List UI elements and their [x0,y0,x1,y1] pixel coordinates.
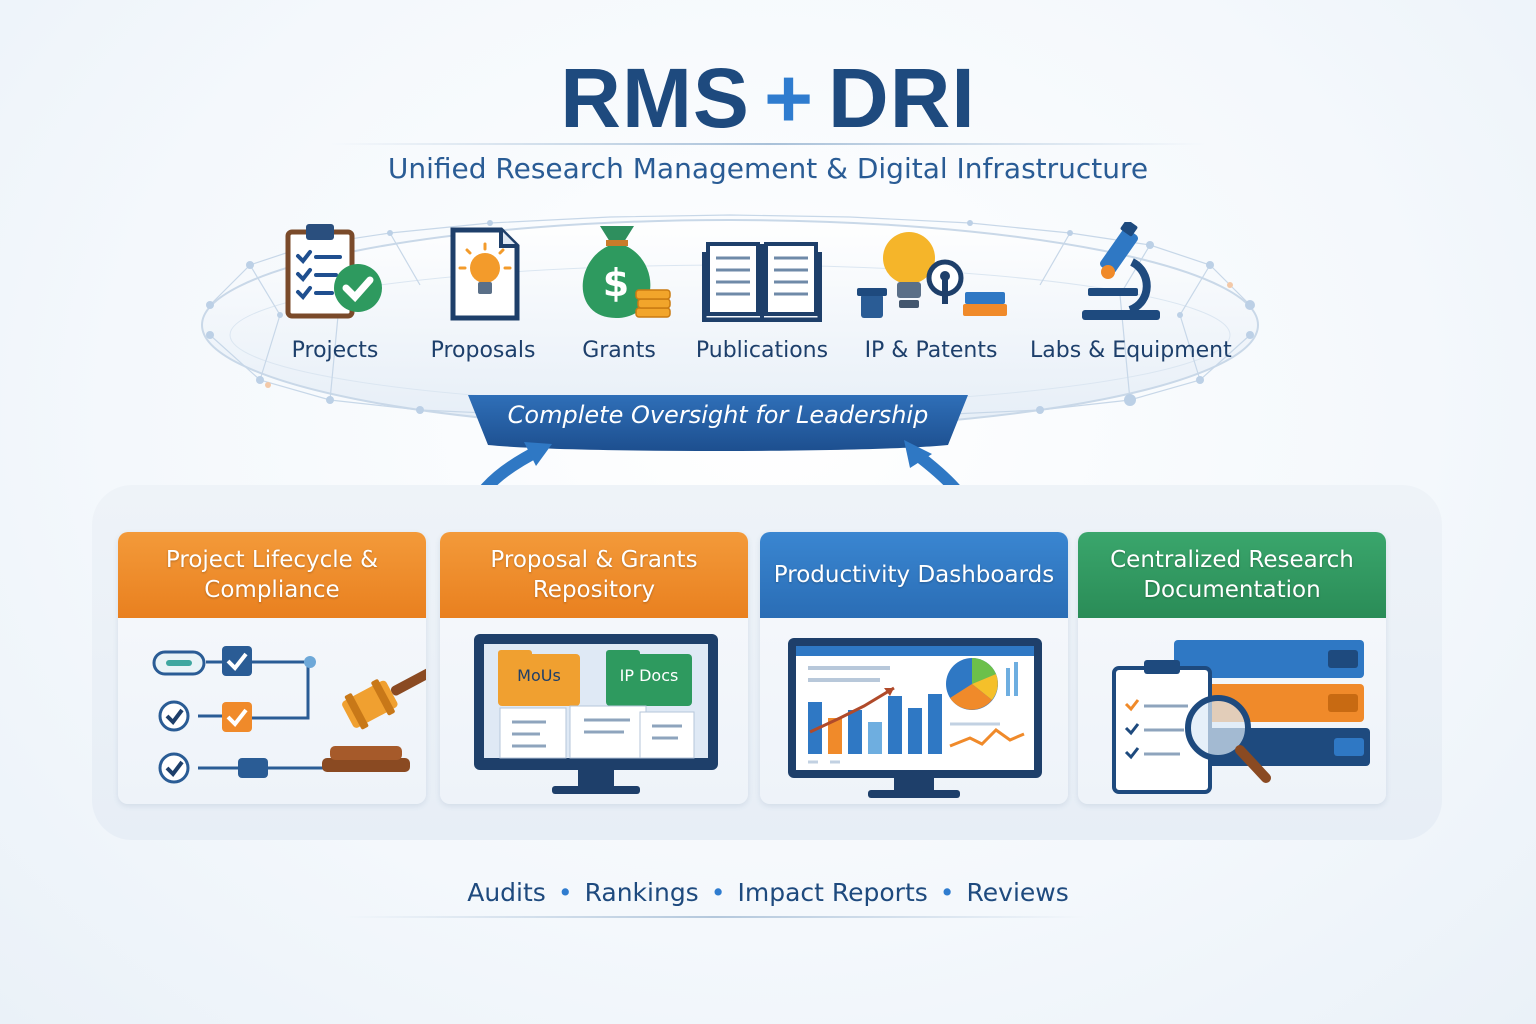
module-projects[interactable]: Projects [250,222,420,363]
proposal-lightbulb-icon [398,222,568,322]
module-ip-patents[interactable]: IP & Patents [846,222,1016,363]
card-project-lifecycle[interactable]: Project Lifecycle & Compliance [118,532,426,804]
module-proposals[interactable]: Proposals [398,222,568,363]
money-bag-icon: $ [534,222,704,322]
footer-item-audits: Audits [467,878,546,907]
module-label: Grants [582,338,656,363]
microscope-icon [1030,222,1200,322]
svg-text:$: $ [603,261,629,305]
footer-separator: • [939,878,955,907]
open-book-icon [677,222,847,322]
binders-magnifier-icon [1112,640,1370,794]
footer-item-reviews: Reviews [966,878,1069,907]
module-label: Proposals [430,338,536,363]
card-centralized-documentation[interactable]: Centralized Research Documentation [1078,532,1386,804]
module-label: IP & Patents [864,338,998,363]
card-title: Proposal & Grants Repository [440,532,748,618]
clipboard-checklist-icon [250,222,420,322]
title-rms: RMS [560,51,750,145]
module-publications[interactable]: Publications [677,222,847,363]
folder-ip-docs-label: IP Docs [619,666,679,685]
title-plus: + [763,51,815,145]
module-label: Labs & Equipment [1030,338,1232,363]
title-divider [330,143,1206,145]
footer-item-impact-reports: Impact Reports [737,878,928,907]
lightbulb-keyhole-icon [846,222,1016,322]
card-title: Productivity Dashboards [760,532,1068,618]
footer-separator: • [710,878,726,907]
module-grants[interactable]: $ Grants [534,222,704,363]
footer-separator: • [557,878,573,907]
footer-item-rankings: Rankings [584,878,699,907]
title-dri: DRI [828,51,976,145]
leadership-banner [468,395,968,451]
folder-mous-label: MoUs [517,666,561,685]
banner-text: Complete Oversight for Leadership [507,401,929,429]
card-title: Centralized Research Documentation [1078,532,1386,618]
module-label: Projects [291,338,379,363]
module-labs-equipment[interactable]: Labs & Equipment [1030,222,1232,363]
footer-divider [345,916,1085,918]
dashboard-monitor-icon [788,638,1042,798]
module-label: Publications [695,338,829,363]
footer-outcomes: Audits • Rankings • Impact Reports • Reviews [0,878,1536,907]
monitor-folders-icon [474,634,718,794]
workflow-gavel-icon [152,646,426,784]
page-title: RMS+DRI [0,50,1536,147]
card-title: Project Lifecycle & Compliance [118,532,426,618]
card-productivity-dashboards[interactable]: Productivity Dashboards [760,532,1068,804]
page-subtitle: Unified Research Management & Digital In… [387,152,1149,185]
card-proposal-grants[interactable]: Proposal & Grants Repository MoUs IP Doc… [440,532,748,804]
